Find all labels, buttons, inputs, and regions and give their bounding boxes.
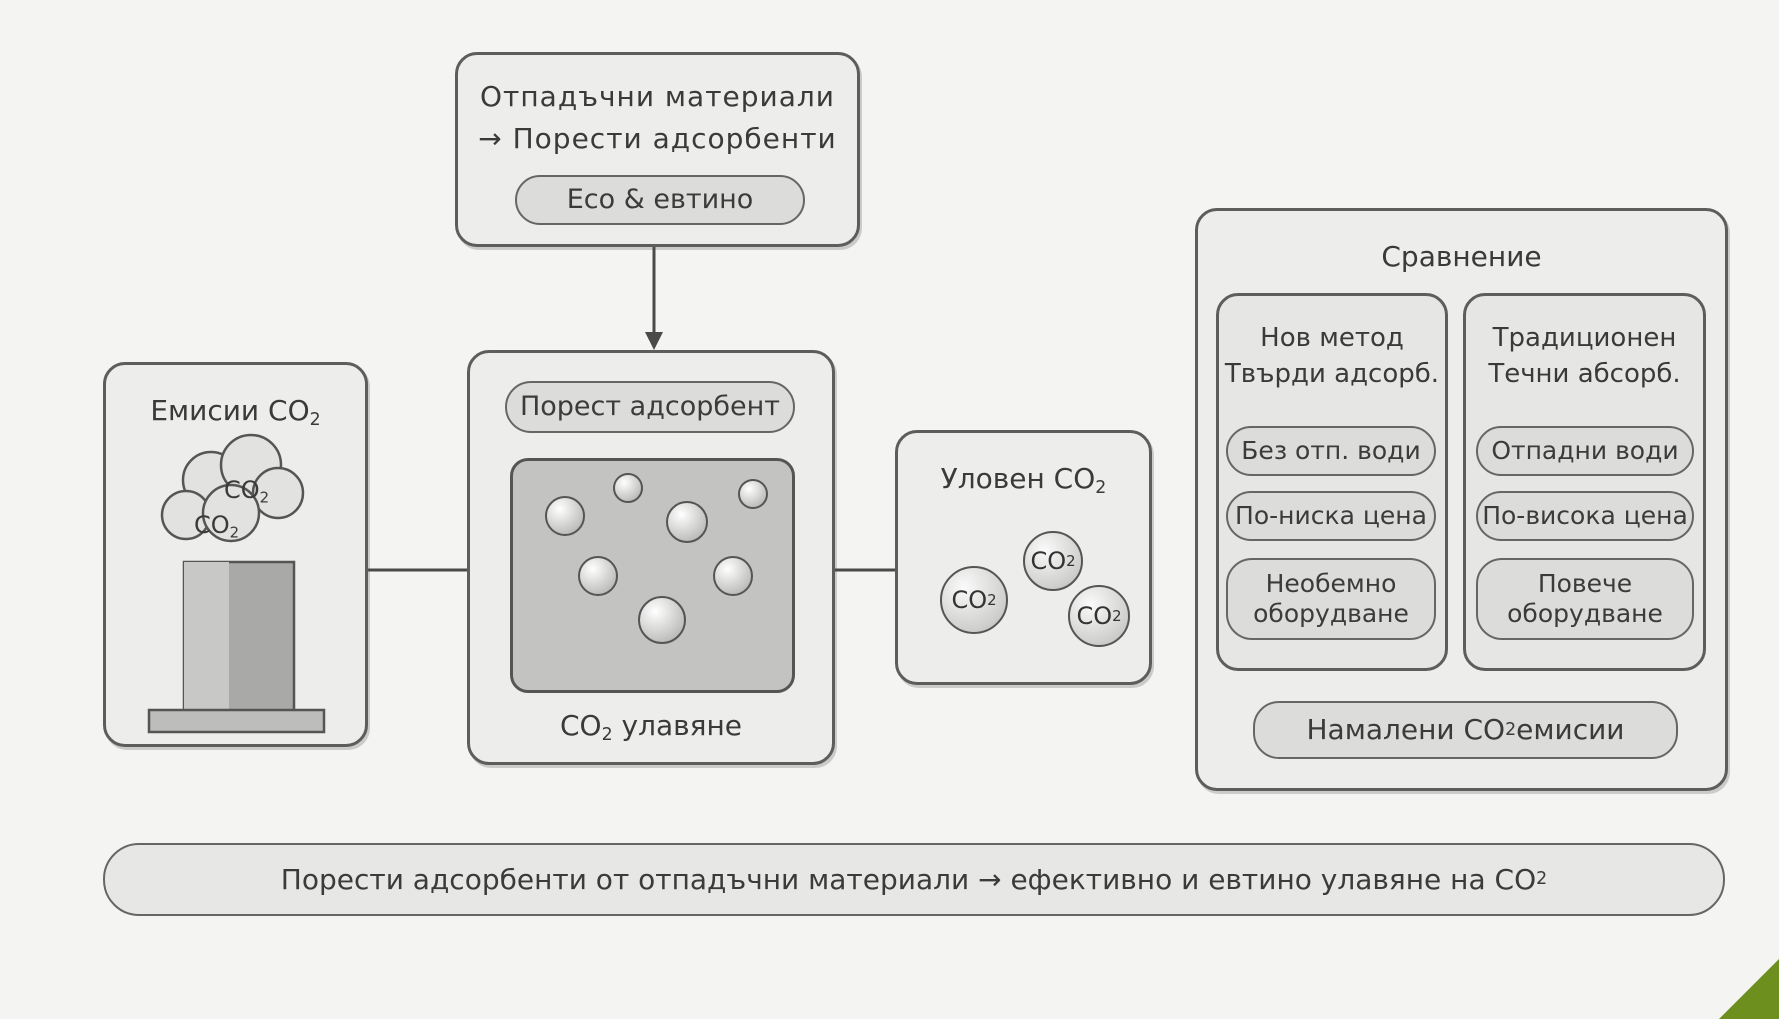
traditional-item: Отпадни води: [1476, 426, 1694, 476]
pore: [638, 596, 686, 644]
cloud-label-co2-1: CO2: [224, 476, 270, 507]
new-method-item: Необемно оборудване: [1226, 558, 1436, 640]
traditional-title-2: Течни абсорб.: [1488, 359, 1681, 389]
waste-line-2: → Порести адсорбенти: [478, 122, 837, 155]
porous-adsorbent-badge: Порест адсорбент: [505, 381, 795, 433]
cloud-label-co2-2: CO2: [194, 511, 240, 542]
pore: [578, 556, 618, 596]
traditional-item: По-висока цена: [1476, 491, 1694, 541]
arrow-head: [645, 332, 663, 350]
captured-title: Уловен CO2: [940, 462, 1107, 499]
pore: [738, 479, 768, 509]
waste-line-1: Отпадъчни материали: [480, 80, 835, 113]
traditional-item: Повече оборудване: [1476, 558, 1694, 640]
comparison-title: Сравнение: [1381, 240, 1542, 273]
chimney-base: [147, 708, 326, 734]
corner-accent: [1719, 959, 1779, 1019]
traditional-title-1: Традиционен: [1492, 323, 1677, 353]
pore: [713, 556, 753, 596]
comparison-box: Сравнение Нов метод Твърди адсорб. Без о…: [1195, 208, 1728, 791]
new-method-item: По-ниска цена: [1226, 491, 1436, 541]
adsorbent-block: [510, 458, 795, 693]
new-method-title-1: Нов метод: [1260, 323, 1404, 353]
eco-cheap-badge: Eco & евтино: [515, 175, 805, 225]
smoke-cloud: [160, 433, 305, 543]
waste-materials-box: Отпадъчни материали → Порести адсорбенти…: [455, 52, 860, 247]
pore: [545, 496, 585, 536]
new-method-item: Без отп. води: [1226, 426, 1436, 476]
traditional-panel: Традиционен Течни абсорб. Отпадни води П…: [1463, 293, 1706, 671]
pore: [666, 501, 708, 543]
new-method-title-2: Твърди адсорб.: [1224, 359, 1440, 389]
new-method-panel: Нов метод Твърди адсорб. Без отп. води П…: [1216, 293, 1448, 671]
pore: [613, 473, 643, 503]
smokestack-illustration: [147, 433, 326, 734]
capture-box: Порест адсорбент CO2 улавяне: [467, 350, 835, 765]
emissions-box: Емисии CO2 CO2 CO2: [103, 362, 368, 747]
emissions-title: Емисии CO2: [150, 394, 321, 431]
summary-banner: Порести адсорбенти от отпадъчни материал…: [103, 843, 1725, 916]
capture-caption: CO2 улавяне: [559, 709, 743, 746]
